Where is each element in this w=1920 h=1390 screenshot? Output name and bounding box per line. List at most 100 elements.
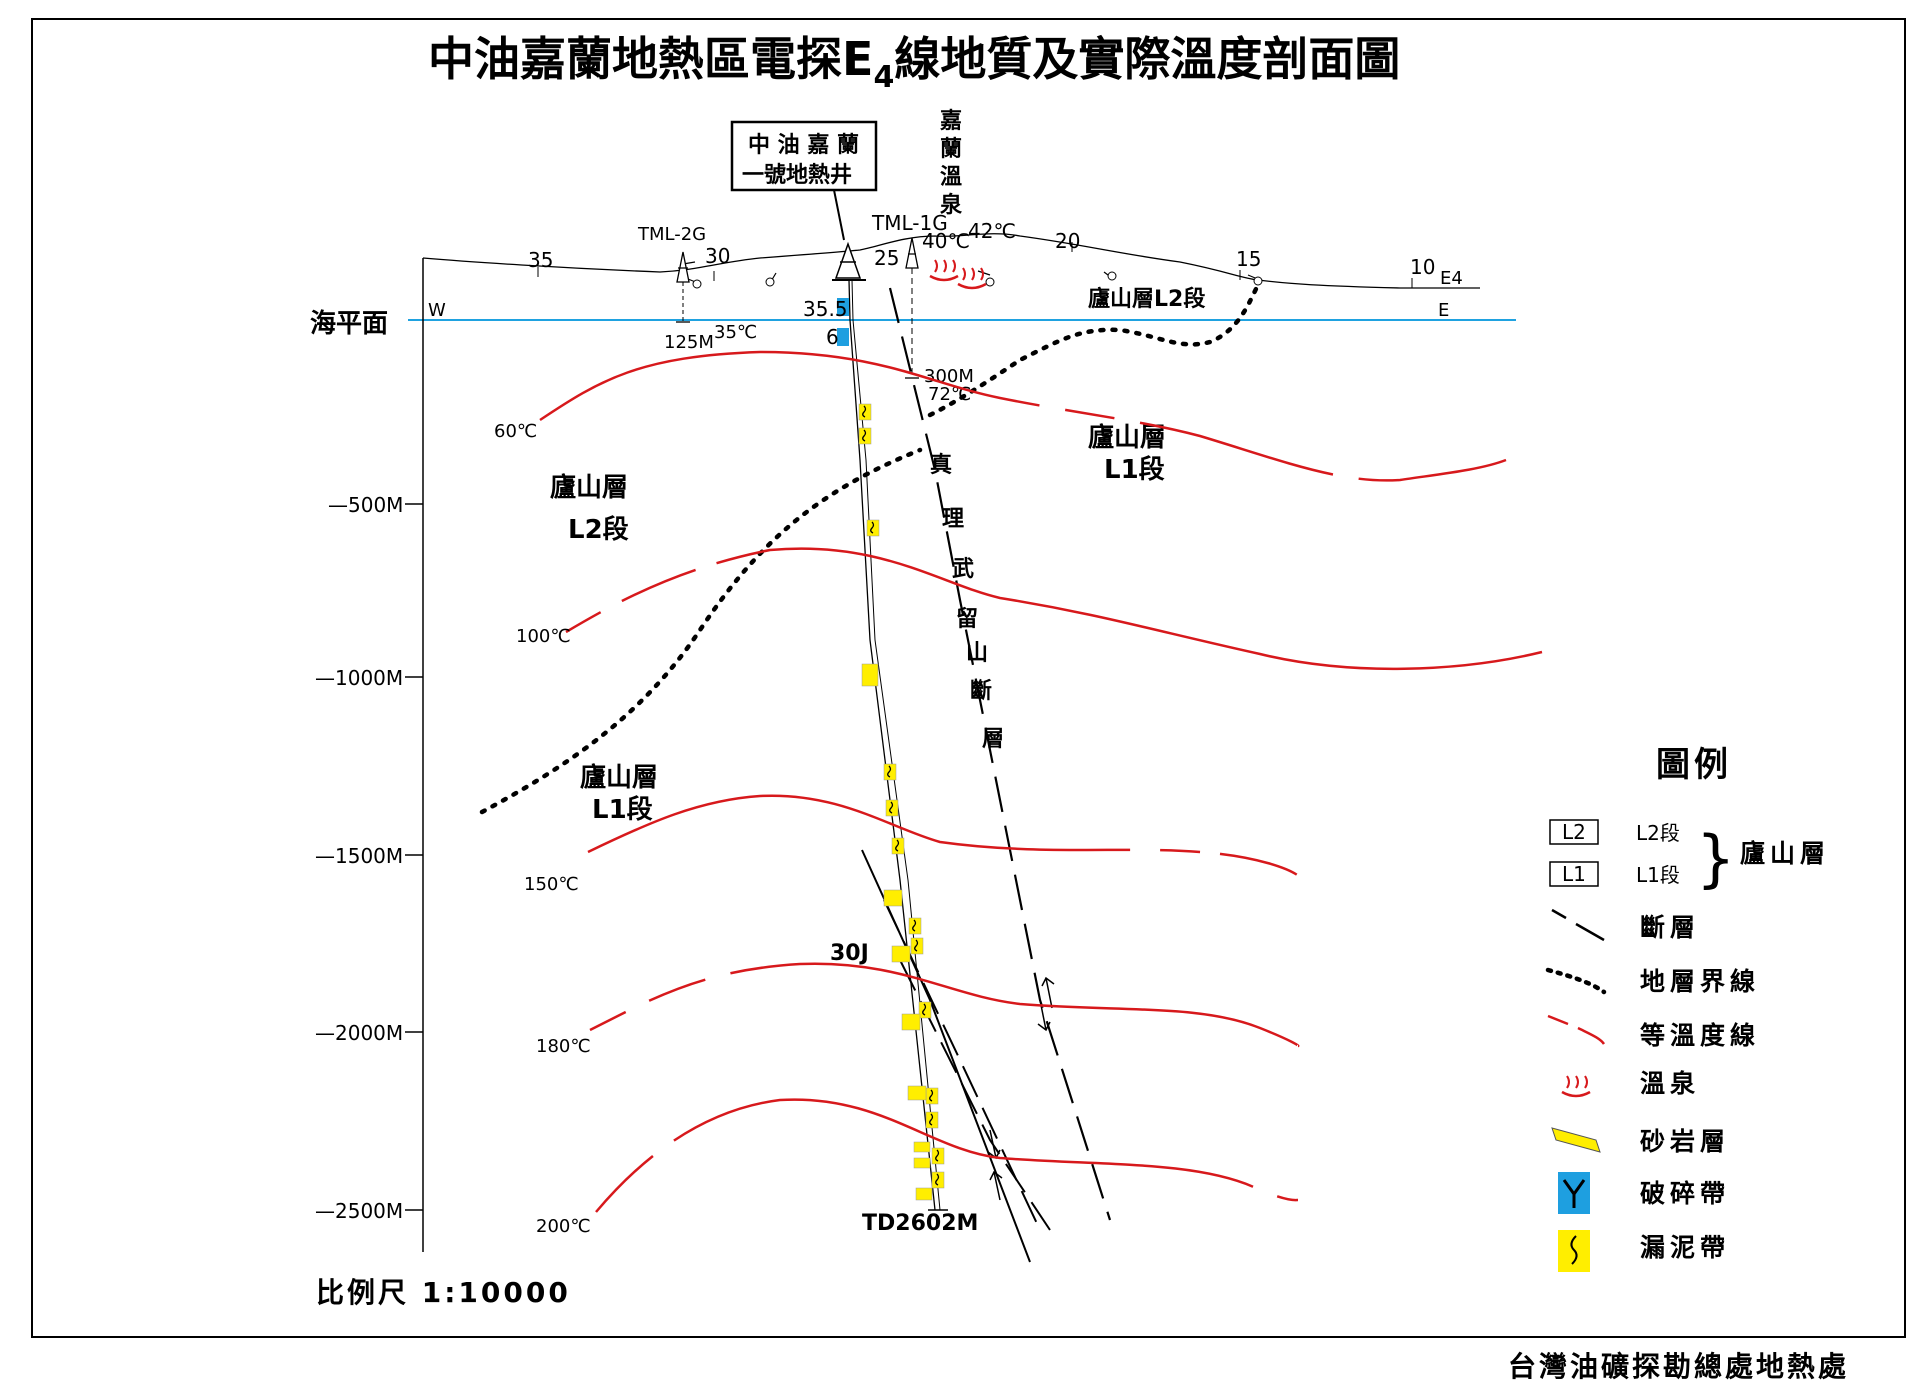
line-e4-label: E4 (1440, 268, 1463, 289)
isotherm (595, 1098, 1299, 1213)
sandstone-bed (861, 663, 879, 687)
legend-item: 地層界線 (1640, 967, 1760, 996)
stratigraphic-boundary (927, 282, 1261, 418)
surface-number: 15 (1236, 247, 1261, 271)
isotherm-label: 180℃ (536, 1036, 591, 1057)
sea-level-label: 海平面 (310, 309, 388, 339)
formation-label: L1段 (1104, 454, 1165, 485)
deep-fault (899, 959, 1051, 1231)
isotherm (587, 794, 1304, 881)
isotherm-label: 60℃ (494, 421, 537, 442)
surface-number: 10 (1410, 255, 1435, 279)
mud-loss-zone (885, 799, 899, 817)
well-callout-box (730, 120, 878, 192)
sandstone-bed (901, 1013, 921, 1031)
total-depth-label: TD2602M (862, 1211, 978, 1236)
tml2g-depth: 125M (664, 332, 714, 353)
isotherm-label: 100℃ (516, 626, 571, 647)
sandstone-bed (891, 945, 911, 963)
hot-spring-icon (928, 258, 960, 282)
well-temp: 6 (826, 325, 839, 349)
fault-name: 武 (952, 557, 974, 582)
depth-label: —500M (328, 493, 403, 517)
mud-loss-zone (931, 1171, 945, 1189)
legend-l1-box: L1 (1562, 862, 1586, 886)
well-callout-line2: 一號地熱井 (742, 162, 852, 188)
tml1g-label: TML-1G (871, 211, 948, 235)
legend-item: 溫泉 (1640, 1069, 1700, 1098)
depth-label: —1000M (315, 666, 403, 690)
diagram-frame (31, 18, 1906, 1338)
legend-l1-label: L1段 (1636, 863, 1680, 887)
spring-temp: 42℃ (968, 219, 1016, 243)
mud-loss-zone (883, 763, 897, 781)
mud-loss-zone (858, 403, 872, 421)
sandstone-bed (883, 889, 903, 907)
formation-label: 廬山層 (550, 472, 628, 503)
fault-name: 留 (956, 606, 978, 632)
mud-loss-zone (908, 917, 922, 935)
spring-name: 泉 (940, 192, 963, 218)
legend-item: 等溫度線 (1640, 1021, 1760, 1050)
tml2g-temp: 35℃ (714, 322, 757, 343)
fault-name: 斷 (970, 678, 992, 704)
surface-number: 30 (705, 244, 730, 268)
formation-label: L2段 (568, 514, 629, 545)
legend-brace-icon: } (1696, 822, 1735, 895)
fault-name: 理 (942, 507, 964, 532)
mud-loss-zone (891, 837, 905, 855)
mud-loss-zone (925, 1087, 939, 1105)
sandstone-bed (913, 1157, 931, 1169)
legend-item: 斷層 (1640, 913, 1700, 942)
tml2g-label: TML-2G (637, 224, 706, 245)
mud-loss-zone (931, 1147, 945, 1165)
legend-l2-box: L2 (1562, 820, 1586, 844)
depth-label: —1500M (315, 844, 403, 868)
sandstone-bed (907, 1085, 927, 1101)
legend-spring-icon (1560, 1074, 1592, 1098)
fracture-zone (837, 298, 849, 316)
isotherm (589, 962, 1300, 1048)
fracture-zone (837, 328, 849, 346)
legend-l2-label: L2段 (1636, 821, 1680, 845)
scale-label: 比例尺 1:10000 (316, 1276, 571, 1309)
tml1g-derrick-icon (905, 237, 919, 269)
main-fault (888, 287, 1112, 1221)
mud-loss-zone (866, 519, 880, 537)
sandstone-bed (913, 1141, 931, 1153)
hot-spring-icon (956, 266, 988, 290)
legend-item: 漏泥帶 (1640, 1233, 1730, 1262)
formation-label: 廬山層 (580, 762, 658, 793)
borehole-track (848, 279, 936, 1211)
mud-loss-zone (910, 937, 924, 955)
surface-number: 20 (1055, 229, 1080, 253)
mud-loss-zone (918, 1001, 932, 1019)
tml2g-derrick-icon (676, 251, 690, 283)
ground-surface (422, 233, 1480, 289)
formation-label: L1段 (592, 794, 653, 825)
diagram-title: 中油嘉蘭地熱區電探E4線地質及實際溫度剖面圖 (428, 32, 1400, 95)
well-derrick-icon (834, 241, 862, 279)
spring-name: 溫 (940, 165, 962, 190)
east-label: E (1438, 300, 1449, 321)
tml1g-temp: 72℃ (928, 384, 971, 405)
isotherm-label: 150℃ (524, 874, 579, 895)
deep-fault (861, 849, 1031, 1263)
depth-mark: 30J (830, 941, 869, 966)
isotherm (565, 547, 1543, 671)
fault-name: 真 (930, 452, 952, 478)
west-label: W (428, 300, 446, 321)
signature: 台灣油礦探勘總處地熱處 (1508, 1350, 1849, 1383)
surface-number: 25 (874, 246, 899, 270)
depth-label: —2000M (315, 1021, 403, 1045)
sandstone-bed (915, 1187, 933, 1201)
formation-label: 廬山層 (1088, 422, 1166, 453)
isotherm (539, 350, 1507, 482)
legend-title: 圖例 (1656, 745, 1732, 785)
legend-group-label: 廬山層 (1740, 839, 1830, 868)
spring-name: 蘭 (940, 137, 962, 162)
spring-name: 嘉 (940, 109, 962, 134)
legend-item: 破碎帶 (1640, 1179, 1730, 1208)
spring-temp: 40℃ (922, 229, 970, 253)
